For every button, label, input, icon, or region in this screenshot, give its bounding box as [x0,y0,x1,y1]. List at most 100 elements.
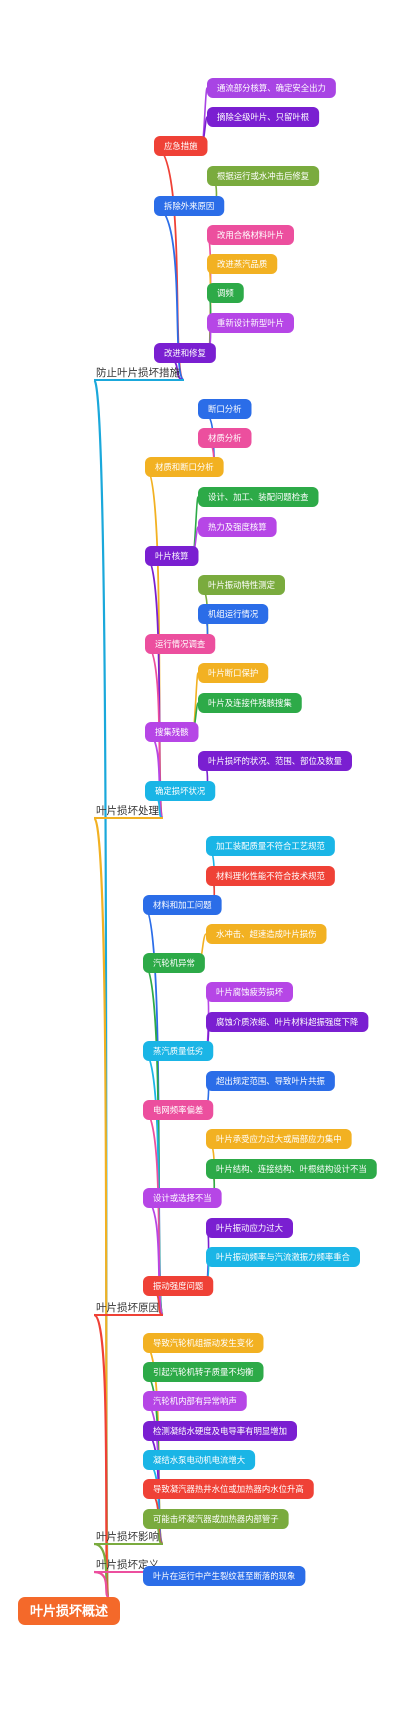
node-2-4-1-label: 叶片断口保护 [208,668,258,678]
node-1-3-2[interactable]: 改进蒸汽品质 [207,254,278,274]
branch-2[interactable]: 叶片损坏处理 [94,804,163,819]
node-2-2-1[interactable]: 设计、加工、装配问题检查 [198,487,319,507]
node-3-3-2-label: 腐蚀介质浓缩、叶片材料超振强度下降 [216,1017,359,1027]
node-1-3-background [154,343,216,363]
node-1-3-3-background [207,283,244,303]
node-4-4-label: 检测凝结水硬度及电导率有明显增加 [153,1426,287,1436]
node-4-4[interactable]: 检测凝结水硬度及电导率有明显增加 [143,1421,297,1441]
node-5-1[interactable]: 叶片在运行中产生裂纹甚至断落的现象 [143,1566,306,1586]
node-1-1[interactable]: 应急措施 [154,136,208,156]
node-4-6[interactable]: 导致凝汽器热井水位或加热器内水位升高 [143,1479,314,1499]
node-1-2-background [154,196,225,216]
node-2-1-2[interactable]: 材质分析 [198,428,252,448]
node-2-4-background [145,722,199,742]
node-3-3-2-background [206,1012,369,1032]
node-2-4-2[interactable]: 叶片及连接件残骸搜集 [198,693,302,713]
node-2-1-label: 材质和断口分析 [155,462,214,472]
node-2-4-label: 搜集残骸 [155,727,189,737]
node-2-3-2-label: 机组运行情况 [208,609,259,619]
root-node[interactable]: 叶片损坏概述 [18,1597,120,1625]
node-3-2[interactable]: 汽轮机异常 [143,953,205,973]
node-1-3-3[interactable]: 调频 [207,283,244,303]
node-4-7[interactable]: 可能击坏凝汽器或加热器内部管子 [143,1509,289,1529]
node-3-3-background [143,1041,214,1061]
node-3-2-1[interactable]: 水冲击、超速造成叶片损伤 [206,924,327,944]
node-3-3-1[interactable]: 叶片腐蚀疲劳损坏 [206,982,293,1002]
node-2-4-1-background [198,663,269,683]
node-3-6-2-background [206,1247,360,1267]
node-1-3-4-background [207,313,294,333]
node-2-3-2[interactable]: 机组运行情况 [198,604,269,624]
node-4-2[interactable]: 引起汽轮机转子质量不均衡 [143,1362,264,1382]
node-3-3-1-label: 叶片腐蚀疲劳损坏 [216,987,284,997]
node-1-3[interactable]: 改进和修复 [154,343,216,363]
branch-3[interactable]: 叶片损坏原因 [94,1301,163,1316]
node-2-4-1[interactable]: 叶片断口保护 [198,663,269,683]
node-2-3[interactable]: 运行情况调查 [145,634,216,654]
node-3-6-2[interactable]: 叶片振动频率与汽流激振力频率重合 [206,1247,360,1267]
node-3-4-background [143,1100,214,1120]
mindmap-nodes: 叶片损坏概述 防止叶片损坏措施 应急措施 通流部分核算、确定安全出力摘除全级叶片、只留… [18,78,377,1625]
node-3-6-2-label: 叶片振动频率与汽流激振力频率重合 [216,1252,351,1262]
node-3-1-2[interactable]: 材料理化性能不符合技术规范 [206,866,335,886]
node-4-5-label: 凝结水泵电动机电流增大 [153,1455,246,1465]
node-3-2-1-label: 水冲击、超速造成叶片损伤 [216,929,317,939]
node-1-2-1-label: 根据运行或水冲击后修复 [217,171,310,181]
node-3-6-1[interactable]: 叶片振动应力过大 [206,1218,293,1238]
node-1-3-label: 改进和修复 [164,348,206,358]
node-2-1-2-label: 材质分析 [208,433,242,443]
node-2-1-1[interactable]: 断口分析 [198,399,252,419]
node-1-3-1[interactable]: 改用合格材料叶片 [207,225,294,245]
node-4-3-label: 汽轮机内部有异常响声 [153,1396,237,1406]
node-1-1-1[interactable]: 通流部分核算、确定安全出力 [207,78,336,98]
branch-label: 叶片损坏定义 [96,1558,159,1571]
node-3-3[interactable]: 蒸汽质量低劣 [143,1041,214,1061]
node-3-1[interactable]: 材料和加工问题 [143,895,222,915]
node-2-3-label: 运行情况调查 [155,639,206,649]
node-2-1[interactable]: 材质和断口分析 [145,457,224,477]
node-4-5[interactable]: 凝结水泵电动机电流增大 [143,1450,256,1470]
node-3-1-1[interactable]: 加工装配质量不符合工艺规范 [206,836,335,856]
node-4-6-background [143,1479,314,1499]
node-1-3-1-label: 改用合格材料叶片 [217,230,284,240]
branch-1[interactable]: 防止叶片损坏措施 [94,366,184,381]
node-4-3[interactable]: 汽轮机内部有异常响声 [143,1391,247,1411]
node-1-2-1-background [207,166,320,186]
node-1-2-1[interactable]: 根据运行或水冲击后修复 [207,166,320,186]
node-3-6[interactable]: 振动强度问题 [143,1276,214,1296]
node-1-3-4[interactable]: 重新设计新型叶片 [207,313,294,333]
node-2-5-1[interactable]: 叶片损坏的状况、范围、部位及数量 [198,751,352,771]
node-2-5-label: 确定损坏状况 [155,786,206,796]
node-3-4[interactable]: 电网频率偏差 [143,1100,214,1120]
node-4-1[interactable]: 导致汽轮机组振动发生变化 [143,1333,264,1353]
node-4-2-background [143,1362,264,1382]
node-3-4-label: 电网频率偏差 [153,1105,203,1115]
node-4-5-background [143,1450,256,1470]
node-1-3-2-background [207,254,278,274]
node-3-5-2[interactable]: 叶片结构、连接结构、叶根结构设计不当 [206,1159,377,1179]
node-3-6-1-background [206,1218,293,1238]
node-3-2-1-background [206,924,327,944]
node-3-5[interactable]: 设计或选择不当 [143,1188,222,1208]
node-2-3-1[interactable]: 叶片振动特性测定 [198,575,285,595]
node-2-2-2-background [198,517,277,537]
node-1-1-2[interactable]: 摘除全级叶片、只留叶根 [207,107,320,127]
node-2-4[interactable]: 搜集残骸 [145,722,199,742]
node-2-2-2[interactable]: 热力及强度核算 [198,517,277,537]
node-2-1-background [145,457,224,477]
node-3-4-1[interactable]: 超出规定范围、导致叶片共振 [206,1071,335,1091]
node-2-5[interactable]: 确定损坏状况 [145,781,216,801]
branch-4[interactable]: 叶片损坏影响 [94,1530,163,1545]
node-3-5-1-background [206,1129,352,1149]
node-1-3-1-background [207,225,294,245]
node-5-1-label: 叶片在运行中产生裂纹甚至断落的现象 [153,1571,295,1581]
node-1-2[interactable]: 拆除外来原因 [154,196,225,216]
node-3-3-1-background [206,982,293,1002]
node-3-5-1[interactable]: 叶片承受应力过大或局部应力集中 [206,1129,352,1149]
node-2-3-1-background [198,575,285,595]
node-1-3-4-label: 重新设计新型叶片 [217,318,284,328]
branch-label: 防止叶片损坏措施 [96,366,180,379]
node-3-3-2[interactable]: 腐蚀介质浓缩、叶片材料超振强度下降 [206,1012,369,1032]
root-node-background [18,1597,120,1625]
node-2-2[interactable]: 叶片核算 [145,546,199,566]
